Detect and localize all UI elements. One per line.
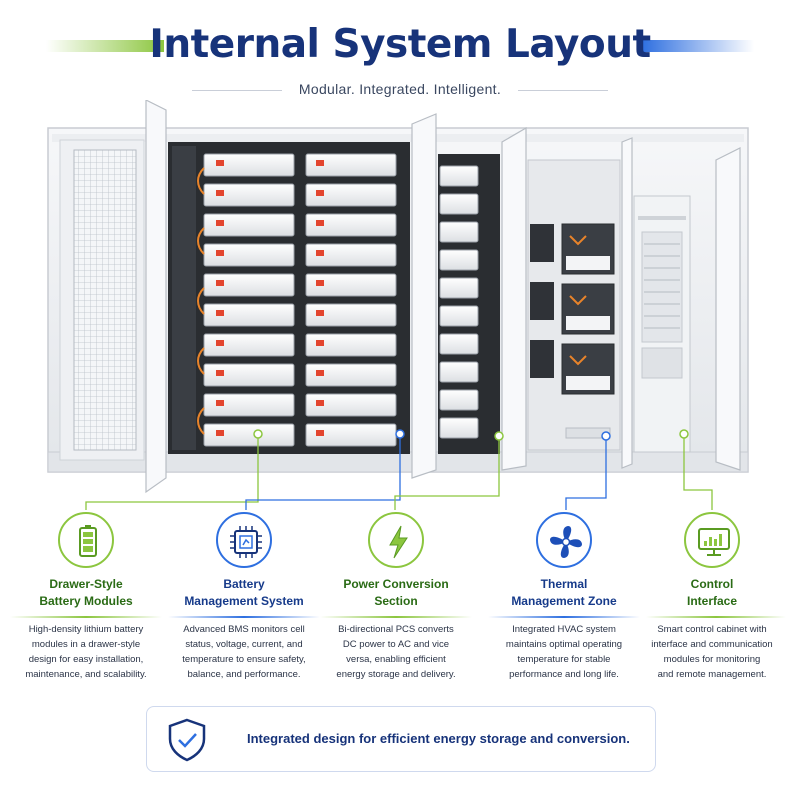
feature-title: Power Conversion Section bbox=[343, 577, 449, 608]
chip-icon bbox=[230, 526, 262, 558]
door-middle-open bbox=[411, 113, 437, 479]
feature-description: Smart control cabinet with interface and… bbox=[651, 624, 773, 680]
feature-description: Bi-directional PCS converts DC power to … bbox=[336, 624, 456, 680]
battery-icon bbox=[79, 525, 97, 557]
summary-banner: Integrated design for efficient energy s… bbox=[146, 706, 656, 772]
monitor-chart-icon bbox=[698, 528, 730, 556]
feature-description: Advanced BMS monitors cell status, volta… bbox=[182, 624, 306, 680]
feature-icon-circle bbox=[216, 512, 272, 568]
title-accent-left bbox=[46, 40, 164, 52]
container-illustration bbox=[47, 100, 749, 510]
door-right-open bbox=[715, 147, 741, 471]
lightning-icon bbox=[389, 525, 408, 559]
title-accent-right bbox=[642, 40, 754, 52]
door-left-open bbox=[145, 100, 167, 494]
feature-title: Thermal Management Zone bbox=[511, 577, 617, 608]
feature-title: Drawer-Style Battery Modules bbox=[39, 577, 133, 608]
feature-rule bbox=[168, 616, 320, 618]
subtitle-rule-left bbox=[192, 90, 282, 91]
leader-thermal bbox=[565, 436, 607, 510]
feature-description: Integrated HVAC system maintains optimal… bbox=[505, 624, 623, 680]
feature-title: Battery Management System bbox=[184, 577, 304, 608]
battery-modules-column-a bbox=[197, 153, 295, 447]
feature-title: Control Interface bbox=[686, 577, 738, 608]
feature-rule bbox=[320, 616, 472, 618]
feature-rule bbox=[488, 616, 640, 618]
feature-icon-circle bbox=[684, 512, 740, 568]
vent-mesh-panel bbox=[73, 149, 137, 451]
leader-bms bbox=[245, 434, 401, 510]
feature-rule bbox=[646, 616, 786, 618]
leader-battery-modules bbox=[85, 434, 259, 510]
leader-control bbox=[683, 434, 713, 510]
feature-icon-circle bbox=[368, 512, 424, 568]
feature-icon-circle bbox=[536, 512, 592, 568]
feature-icon-circle bbox=[58, 512, 114, 568]
door-control-open bbox=[621, 137, 633, 469]
page-title: Internal System Layout bbox=[149, 22, 651, 67]
battery-modules-column-b bbox=[305, 153, 397, 447]
feature-rule bbox=[10, 616, 162, 618]
banner-text: Integrated design for efficient energy s… bbox=[247, 731, 630, 746]
feature-description: High-density lithium battery modules in … bbox=[25, 624, 147, 680]
leader-power-conversion bbox=[394, 436, 500, 510]
page-subtitle: Modular. Integrated. Intelligent. bbox=[298, 81, 502, 97]
subtitle-rule-right bbox=[518, 90, 608, 91]
door-thermal-open bbox=[501, 126, 527, 471]
shield-check-icon bbox=[168, 718, 206, 762]
fan-icon bbox=[550, 526, 582, 558]
